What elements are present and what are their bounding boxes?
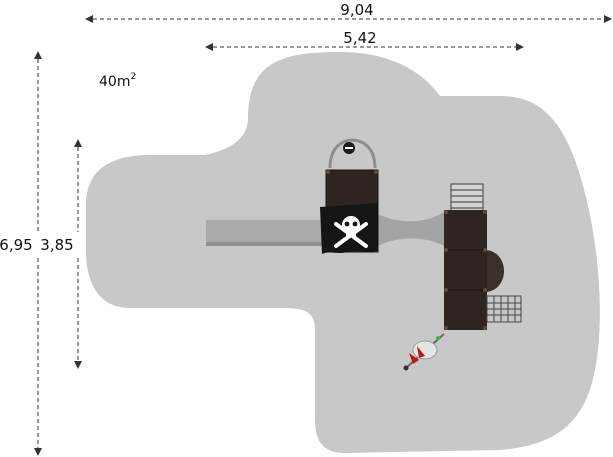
area-value: 40m [99,74,130,90]
area-superscript: 2 [130,72,136,82]
area-label: 40m2 [99,72,136,90]
right-platform [444,210,504,330]
slide [206,216,326,246]
ladder [450,183,484,213]
platform-depth-label: 3,85 [40,236,73,254]
skull-and-crossbones-icon [320,203,378,254]
overall-width-label: 9,04 [340,1,373,19]
platform-width-label: 5,42 [343,29,376,47]
bridge [378,212,444,246]
overall-depth-label: 6,95 [0,236,33,254]
telescope [403,333,445,371]
climbing-net [486,295,522,323]
